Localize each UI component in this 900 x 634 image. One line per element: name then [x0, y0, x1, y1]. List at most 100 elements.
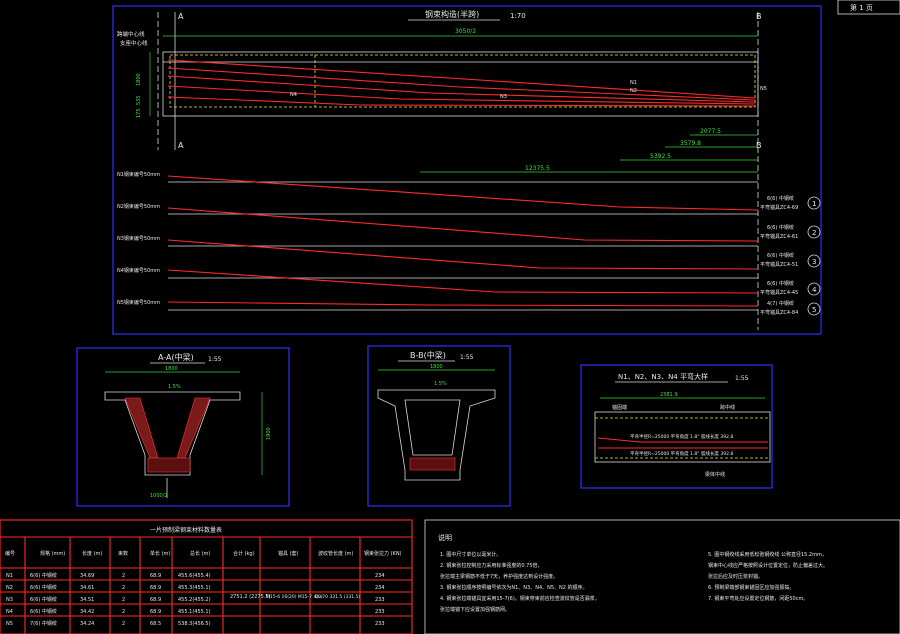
- tendon-row-1-note2: 平弯锚具ZC4-69: [760, 204, 798, 211]
- note-line: 6. 预制梁端部钢束锚固区应加强振捣。: [708, 584, 794, 591]
- tendon-n4-elev: [167, 85, 756, 105]
- dim-h-1: 2077.5: [700, 128, 721, 135]
- table-cell: 6(6) 中钢绞: [30, 584, 57, 591]
- th-9: 钢束张拉力 (KN): [364, 550, 402, 557]
- table-cell: 34.42: [80, 609, 94, 615]
- tendon-row-3-note2: 平弯锚具ZC4-51: [760, 261, 798, 268]
- tendon-row-5-note2: 平弯锚具ZC4-84: [760, 309, 798, 316]
- tendon-row-4: N4钢束编号50mm 6(6) 中钢绞 平弯锚具ZC4-45 4: [117, 267, 821, 296]
- plan-detail-label-2: 跨中线: [720, 404, 735, 411]
- dim-v-3: 175: [136, 108, 142, 118]
- material-table: 一片预制梁钢束材料数量表 编号 规格 (mm) 长度 (m) 束数 单长 (m)…: [0, 519, 413, 634]
- section-aa-bottom: 1000/2: [150, 493, 168, 499]
- table-cell: N4: [6, 609, 13, 615]
- merged-total: 2751.2 (2275.5): [230, 594, 271, 600]
- table-cell: 68.9: [150, 597, 161, 603]
- table-cell: N5: [6, 621, 13, 627]
- th-3: 束数: [118, 550, 128, 557]
- plan-detail-line-1: 平弯半径R=25000 平弯角度 1.8° 弧线长度 392.8: [630, 433, 733, 440]
- tendon-row-4-label: N4钢束编号50mm: [117, 267, 160, 274]
- page-label: 第 1 页: [850, 3, 873, 12]
- table-cell: 2: [122, 609, 125, 615]
- notes-frame: [424, 519, 900, 634]
- tendon-row-4-note: 6(6) 中钢绞: [767, 280, 794, 287]
- note-line: 7. 钢束平弯处应设置定位钢筋，间距50cm。: [708, 595, 808, 602]
- table-cell: 455.2(455.2): [178, 597, 211, 603]
- tendon-row-3-marker: [807, 254, 821, 268]
- table-cell: 233: [375, 597, 385, 603]
- table-cell: 68.9: [150, 573, 161, 579]
- tendon-row-2-marker: [807, 225, 821, 239]
- section-aa-width: 1800: [165, 366, 178, 372]
- table-cell: 538.3(456.5): [178, 621, 211, 627]
- section-aa-bottom-flange: [147, 457, 191, 473]
- section-aa-web-right: [176, 397, 211, 459]
- dim-h-3: 5392.5: [650, 153, 671, 160]
- tendon-n3-elev: [167, 75, 756, 103]
- section-b-bottom: B: [756, 141, 762, 150]
- tendon-row-3-note: 6(6) 中钢绞: [767, 252, 794, 259]
- note-line: 张拉后应及时压浆封锚。: [708, 573, 763, 580]
- tendon-row-5-num: 5: [812, 306, 816, 314]
- th-7: 锚具 (套): [278, 550, 299, 557]
- strand-label-n2: N2: [630, 88, 637, 94]
- plan-detail-tendon-1: [597, 437, 768, 443]
- section-bb-frame: [367, 345, 511, 507]
- section-bb-inner: [404, 399, 461, 456]
- plan-detail-frame: [580, 364, 773, 489]
- plan-detail-scale: 1:55: [735, 375, 749, 382]
- plan-detail-label-1: 锚固端: [612, 404, 627, 411]
- tendon-row-5: N5钢束编号50mm 4(7) 中钢绞 平弯锚具ZC4-84 5: [117, 299, 821, 316]
- strand-label-n4: N4: [290, 92, 297, 98]
- section-aa-frame: [76, 347, 290, 507]
- section-bb-title: B-B(中梁): [410, 350, 446, 360]
- table-cell: 34.61: [80, 585, 94, 591]
- tendon-row-4-marker: [807, 282, 821, 296]
- table-cell: N1: [6, 573, 13, 579]
- table-cell: 2: [122, 573, 125, 579]
- table-cell: 455.6(455.4): [178, 573, 211, 579]
- th-4: 单长 (m): [150, 550, 170, 557]
- table-frame: [0, 519, 413, 634]
- section-aa-scale: 1:55: [208, 356, 222, 363]
- elevation-scale: 1:70: [510, 12, 526, 20]
- tendon-row-2-note: 6(6) 中钢绞: [767, 224, 794, 231]
- th-6: 合计 (kg): [233, 550, 255, 557]
- table-cell: 34.51: [80, 597, 94, 603]
- left-note-1: 跨端中心线: [117, 30, 145, 38]
- tendon-row-1: N1钢束编号50mm 6(6) 中钢绞 平弯锚具ZC4-69 1: [117, 171, 821, 211]
- section-a-bottom: A: [178, 141, 184, 150]
- tendon-row-5-label: N5钢束编号50mm: [117, 299, 160, 306]
- table-cell: 234: [375, 573, 385, 579]
- note-line: 1. 图中尺寸单位以毫米计。: [440, 551, 501, 558]
- th-1: 规格 (mm): [40, 550, 65, 557]
- dim-v-2: 535: [136, 95, 142, 105]
- dim-v-1: 1800: [136, 73, 142, 86]
- left-note-2: 支座中心线: [120, 39, 148, 47]
- section-aa-title: A-A(中梁): [158, 352, 194, 362]
- tendon-rows: N1钢束编号50mm 6(6) 中钢绞 平弯锚具ZC4-69 1 N2钢束编号5…: [117, 171, 821, 316]
- table-cell: 2: [122, 585, 125, 591]
- section-a-top: A: [178, 12, 184, 21]
- table-cell: 2: [122, 621, 125, 627]
- plan-detail-dim: 2381.9: [660, 392, 678, 398]
- note-line: 5. 图中钢绞线采用低松弛钢绞线 公称直径15.2mm，: [708, 551, 827, 558]
- table-cell: 455.1(455.1): [178, 609, 211, 615]
- strand-label-n1: N1: [630, 80, 637, 86]
- section-bb-slope: 1.5%: [434, 381, 447, 387]
- table-cell: 34.24: [80, 621, 94, 627]
- girder-outline: [162, 51, 759, 117]
- dim-h-4: 12375.5: [525, 165, 550, 172]
- tendon-row-1-marker: [807, 196, 821, 210]
- total-length: 3050/2: [455, 28, 476, 35]
- plan-detail-line-2: 平弯半径R=25000 平弯角度 1.8° 弧线长度 392.8: [630, 450, 733, 457]
- notes-right: 5. 图中钢绞线采用低松弛钢绞线 公称直径15.2mm， 钢束中心线应严格按照设…: [708, 551, 828, 602]
- note-line: 4. 钢束张拉端锚具宜采用15-7(6)。钢束穿束前应检查波纹管是否漏浆，: [440, 595, 600, 602]
- tendon-row-2: N2钢束编号50mm 6(6) 中钢绞 平弯锚具ZC4-61 2: [117, 203, 821, 242]
- table-cell: 6(6) 中钢绞: [30, 596, 57, 603]
- tendon-n5-elev: [167, 96, 756, 107]
- section-aa: A-A(中梁) 1:55 1800 1.5% 1000/2 1900: [76, 347, 290, 507]
- note-line: 3. 钢束张拉顺序按照编号依次为N1、N3、N4、N5、N2 的顺序。: [440, 584, 588, 591]
- section-bb-outline: [377, 389, 496, 481]
